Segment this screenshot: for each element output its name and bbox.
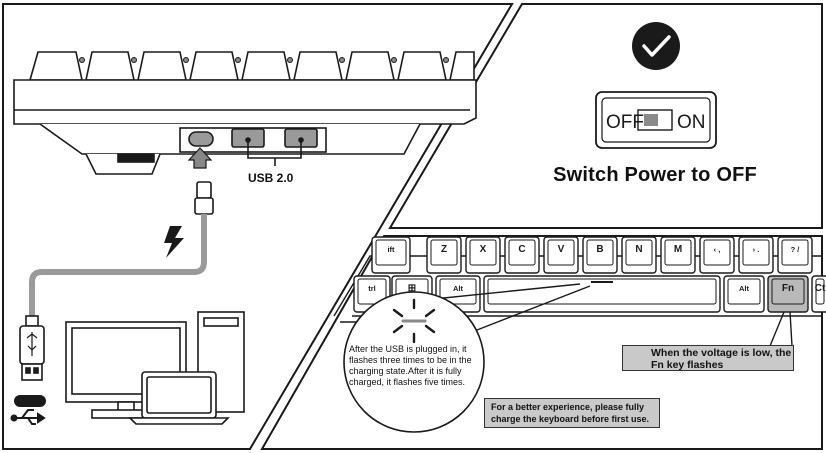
usb-label: USB 2.0 bbox=[248, 171, 294, 185]
bottom-row-key: Fn bbox=[767, 275, 809, 313]
top-row-key-label: M bbox=[674, 244, 682, 255]
top-row-key-label: X bbox=[480, 244, 487, 255]
top-row-key: › . bbox=[738, 236, 774, 274]
left-panel-frame bbox=[2, 3, 514, 450]
bottom-row-key-label: Fn bbox=[782, 283, 794, 294]
top-row-key: ‹ , bbox=[699, 236, 735, 274]
usb-a-plug bbox=[19, 315, 45, 381]
top-row-key: ift bbox=[371, 236, 411, 274]
bottom-row-key: Ct bbox=[811, 275, 826, 313]
low-voltage-note: When the voltage is low, the Fn key flas… bbox=[622, 345, 794, 371]
key-row-bottom: trl ⊞ Alt Alt Fn Ct bbox=[353, 275, 826, 313]
bottom-row-key-label: Alt bbox=[453, 284, 464, 293]
type-c-port bbox=[188, 131, 214, 147]
top-row-key-label: ? / bbox=[791, 245, 801, 254]
desktop-computer bbox=[65, 311, 245, 425]
keyboard-back-view bbox=[13, 51, 477, 175]
top-row-key-label: V bbox=[558, 244, 565, 255]
top-row-key-label: C bbox=[518, 244, 525, 255]
bottom-row-key bbox=[483, 275, 721, 313]
bottom-row-key-label: ⊞ bbox=[408, 283, 416, 294]
top-row-key-label: Z bbox=[441, 244, 447, 255]
insert-arrow-icon bbox=[187, 147, 213, 169]
usb-bracket bbox=[245, 137, 304, 166]
top-row-key-label: ift bbox=[387, 245, 395, 254]
bottom-row-key-label: Alt bbox=[739, 284, 750, 293]
top-row-key: X bbox=[465, 236, 501, 274]
usb-symbol-icon bbox=[10, 395, 46, 425]
top-row-key-label: N bbox=[635, 244, 642, 255]
bottom-right-panel-frame bbox=[260, 235, 823, 450]
charge-before-use-note: For a better experience, please fully ch… bbox=[484, 398, 660, 428]
switch-on-label: ON bbox=[677, 112, 706, 133]
top-row-key-label: › . bbox=[753, 245, 760, 254]
led-zoom-bubble bbox=[343, 283, 591, 433]
switch-off-label: OFF bbox=[606, 112, 644, 133]
usb-cable bbox=[29, 214, 207, 316]
top-row-key-label: ‹ , bbox=[714, 245, 721, 254]
top-row-key-label: B bbox=[596, 244, 603, 255]
top-row-key: Z bbox=[426, 236, 462, 274]
flash-light-icon bbox=[392, 298, 436, 344]
bottom-row-key-label: Ct bbox=[815, 283, 826, 294]
panel-frames bbox=[2, 3, 823, 450]
top-row-key: B bbox=[582, 236, 618, 274]
fn-pointer bbox=[769, 311, 793, 347]
keyboard-case bbox=[13, 79, 477, 125]
lightning-icon bbox=[164, 226, 184, 258]
bottom-row-key: Alt bbox=[723, 275, 765, 313]
top-row-key: ? / bbox=[777, 236, 813, 274]
switch-knob bbox=[644, 114, 658, 126]
top-row-key: N bbox=[621, 236, 657, 274]
switch-caption: Switch Power to OFF bbox=[553, 164, 757, 186]
check-mark-icon bbox=[632, 22, 680, 70]
top-row-key: M bbox=[660, 236, 696, 274]
key-row-top: ift Z X C V B N M ‹ , › . ? / bbox=[371, 236, 813, 274]
keyboard-top-view: ift Z X C V B N M ‹ , › . ? / trl ⊞ Alt Alt Fn Ct bbox=[333, 236, 826, 323]
top-right-panel-frame bbox=[388, 3, 823, 229]
led-flash-note: After the USB is plugged in, it flashes … bbox=[349, 344, 472, 387]
bottom-row-key-label: trl bbox=[368, 284, 376, 293]
type-c-plug bbox=[194, 181, 214, 215]
top-row-key: V bbox=[543, 236, 579, 274]
keycap-row-back bbox=[28, 51, 475, 81]
top-row-key: C bbox=[504, 236, 540, 274]
power-switch bbox=[595, 91, 717, 149]
